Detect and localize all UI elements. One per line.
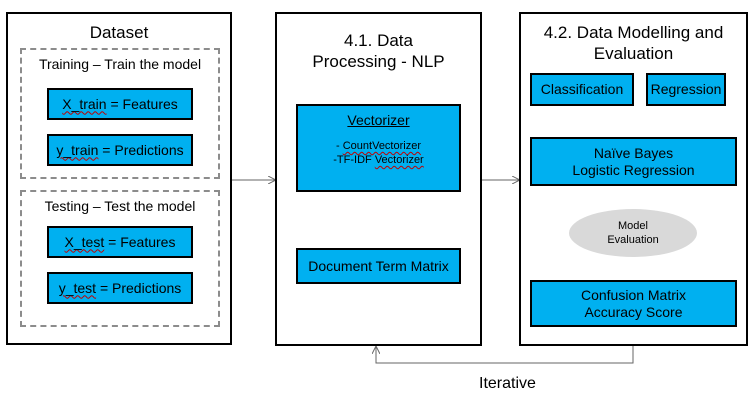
document-term-matrix-label: Document Term Matrix — [308, 257, 449, 274]
vectorizer-item-tfidf: -TF-IDF Vectorizer — [333, 153, 423, 167]
processing-title: 4.1. Data Processing - NLP — [277, 30, 480, 72]
metrics-line1: Confusion Matrix — [580, 286, 687, 303]
y-train-var: y_train — [56, 141, 99, 158]
training-title: Training – Train the model — [38, 56, 202, 72]
y-train-desc: = Predictions — [98, 141, 184, 158]
processing-title-line2: Processing - NLP — [312, 52, 445, 71]
vectorizer-box: Vectorizer - CountVectorizer -TF-IDF Vec… — [296, 104, 461, 192]
modelling-panel: 4.2. Data Modelling and Evaluation Class… — [519, 12, 748, 346]
y-train-label: y_train = Predictions — [56, 142, 183, 159]
y-test-desc: = Predictions — [96, 279, 182, 296]
vectorizer-item-tfidf-name: Vectorizer — [374, 154, 424, 166]
model-evaluation-ellipse: Model Evaluation — [569, 209, 697, 257]
testing-title: Testing – Test the model — [44, 198, 196, 214]
classification-label: Classification — [540, 81, 624, 97]
x-train-box: X_train = Features — [47, 88, 193, 120]
dataset-panel: Dataset Training – Train the model X_tra… — [6, 12, 232, 345]
models-line1: Naïve Bayes — [593, 144, 674, 161]
vectorizer-item-count-prefix: - — [336, 140, 343, 152]
regression-box: Regression — [646, 73, 726, 106]
model-evaluation-line2: Evaluation — [607, 234, 659, 246]
y-train-box: y_train = Predictions — [47, 134, 193, 166]
x-test-box: X_test = Features — [47, 226, 193, 258]
processing-panel: 4.1. Data Processing - NLP Vectorizer - … — [275, 12, 482, 346]
x-train-desc: = Features — [106, 95, 178, 112]
x-train-label: X_train = Features — [62, 96, 178, 113]
x-test-desc: = Features — [104, 233, 176, 250]
dataset-title: Dataset — [89, 23, 149, 42]
modelling-title-line1: 4.2. Data Modelling and — [543, 23, 724, 42]
vectorizer-item-count-name: CountVectorizer — [342, 140, 421, 152]
processing-title-line1: 4.1. Data — [344, 31, 413, 50]
y-test-var: y_test — [58, 279, 97, 296]
classification-box: Classification — [530, 73, 634, 106]
metrics-box: Confusion Matrix Accuracy Score — [530, 280, 737, 327]
vectorizer-title: Vectorizer — [347, 112, 410, 128]
x-test-label: X_test = Features — [65, 234, 176, 251]
modelling-title-line2: Evaluation — [593, 44, 674, 63]
iterative-label: Iterative — [479, 375, 536, 392]
metrics-line2: Accuracy Score — [584, 303, 683, 320]
vectorizer-item-count: - CountVectorizer — [336, 139, 421, 153]
document-term-matrix-box: Document Term Matrix — [296, 248, 461, 284]
y-test-label: y_test = Predictions — [59, 280, 182, 297]
models-line2: Logistic Regression — [572, 161, 695, 178]
modelling-title: 4.2. Data Modelling and Evaluation — [521, 22, 746, 64]
arrow-iterative-loop — [376, 346, 634, 364]
y-test-box: y_test = Predictions — [47, 272, 193, 304]
model-evaluation-line1: Model — [618, 220, 648, 232]
training-group: Training – Train the model X_train = Fea… — [20, 48, 220, 179]
models-box: Naïve Bayes Logistic Regression — [530, 137, 737, 186]
testing-group: Testing – Test the model X_test = Featur… — [20, 190, 220, 327]
x-train-var: X_train — [62, 95, 107, 112]
regression-label: Regression — [650, 81, 722, 97]
x-test-var: X_test — [64, 233, 105, 250]
vectorizer-item-tfidf-prefix: -TF-IDF — [333, 154, 375, 166]
